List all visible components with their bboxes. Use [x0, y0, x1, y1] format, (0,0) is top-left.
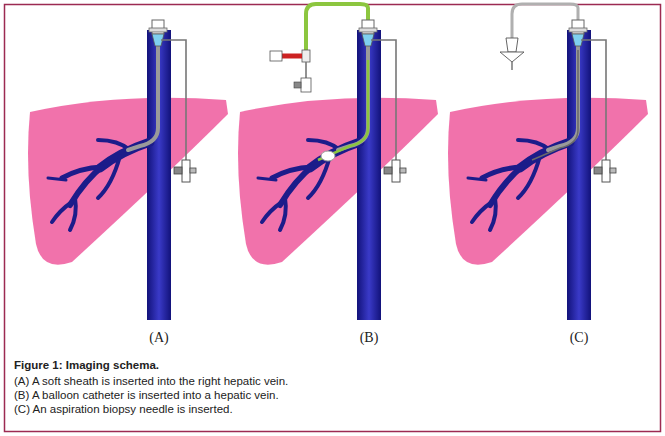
caption-line: (C) An aspiration biopsy needle is inser… — [14, 402, 233, 416]
panel-label: (A) — [149, 330, 168, 346]
caption-line: (B) A balloon catheter is inserted into … — [14, 388, 279, 402]
panel-label: (C) — [570, 330, 589, 346]
caption-line: (A) A soft sheath is inserted into the r… — [14, 374, 288, 388]
panel-label: (B) — [360, 330, 379, 346]
figure-caption: Figure 1: Imaging schema. — [14, 358, 159, 372]
